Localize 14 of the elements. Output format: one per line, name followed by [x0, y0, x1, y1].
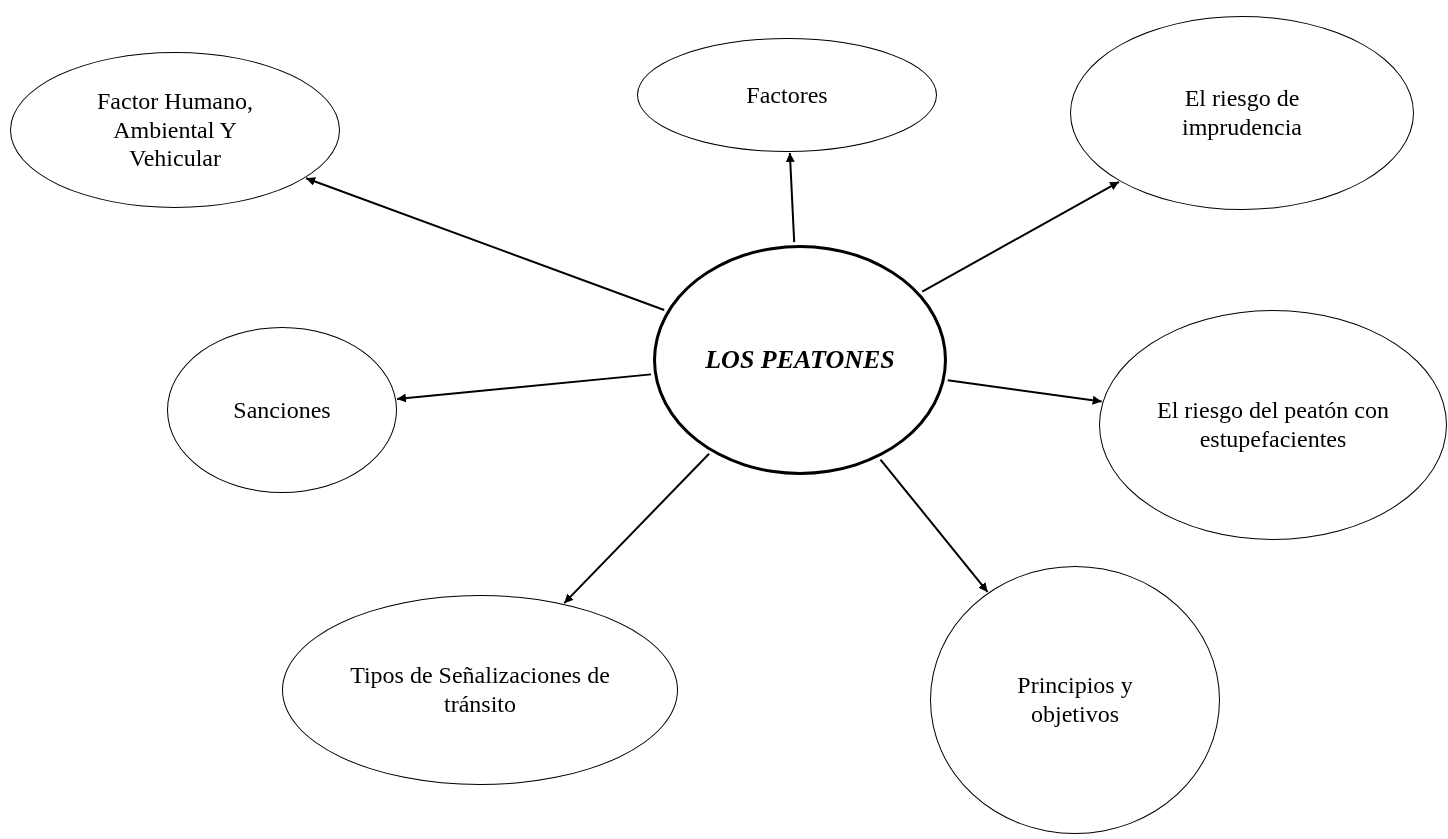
- arrow: [921, 180, 1120, 293]
- node-label: El riesgo del peatón con estupefacientes: [1156, 396, 1390, 454]
- arrow: [305, 177, 666, 311]
- node-label: Factor Humano, Ambiental Y Vehicular: [96, 86, 254, 174]
- arrow: [785, 152, 796, 244]
- arrow: [946, 379, 1103, 405]
- arrow: [396, 373, 653, 403]
- central-topic: LOS PEATONES: [705, 344, 895, 376]
- node-label: El riesgo de imprudencia: [1181, 84, 1303, 142]
- arrow: [563, 452, 711, 605]
- node-label: Principios y objetivos: [1016, 671, 1134, 729]
- node-label: Tipos de Señalizaciones de tránsito: [349, 661, 611, 719]
- node-label: Factores: [746, 80, 828, 110]
- node-label: Sanciones: [233, 395, 331, 425]
